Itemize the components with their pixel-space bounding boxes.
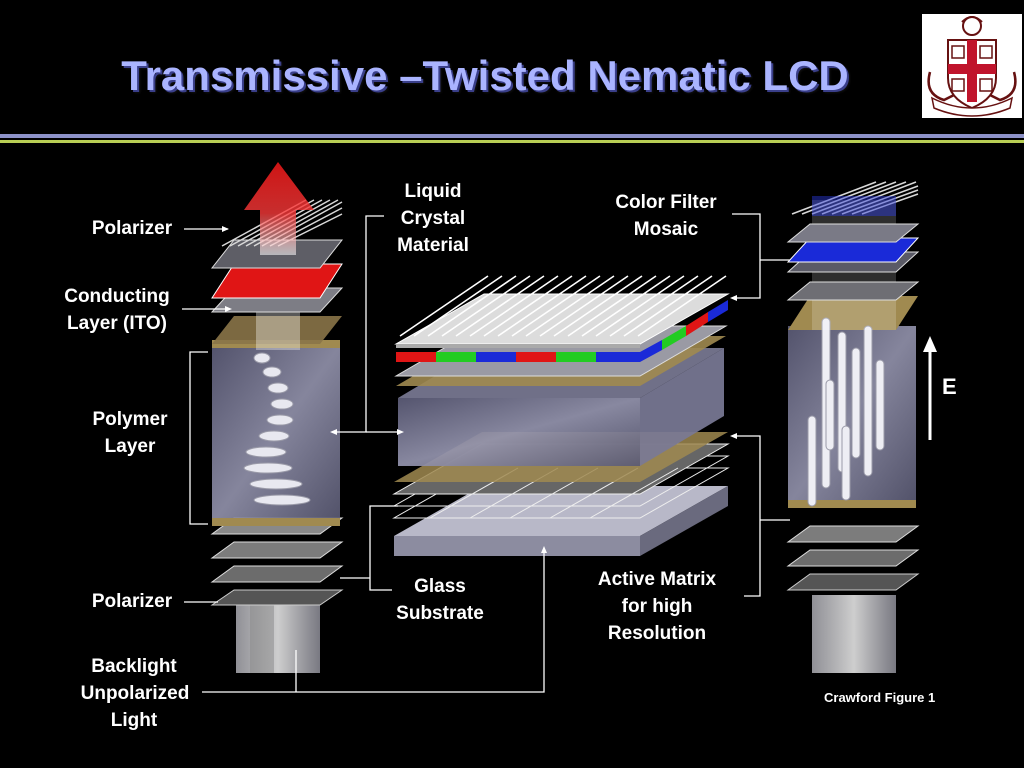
label-glass-line2: Substrate	[396, 603, 484, 624]
bottom-polarizer	[210, 589, 344, 606]
twisted-molecule-helix	[243, 352, 311, 506]
label-polymer-line2: Layer	[104, 436, 156, 457]
label-color-filter-line2: Mosaic	[633, 219, 699, 240]
right-bottom-pol	[786, 573, 920, 591]
bottom-glass-2	[210, 541, 344, 559]
right-cell-bottom-gold	[788, 500, 916, 508]
bottom-glass-1	[210, 565, 344, 583]
label-polymer-line1: Polymer	[92, 409, 168, 430]
lc-cell-side	[640, 348, 724, 466]
label-backlight-line3: Light	[110, 710, 158, 731]
top-polarizer-lines	[399, 275, 727, 337]
label-lc-line2: Crystal	[400, 208, 466, 229]
right-glass-1	[786, 281, 920, 301]
label-conducting-line2: Layer (ITO)	[67, 313, 167, 334]
output-light-arrow	[244, 162, 314, 255]
middle-stack	[392, 275, 730, 556]
label-active-matrix-line3: Resolution	[607, 623, 707, 644]
right-glass-3	[786, 223, 920, 243]
label-backlight-line1: Backlight	[91, 656, 177, 677]
label-color-filter-line1: Color Filter	[615, 192, 717, 213]
top-red-filter	[211, 263, 343, 299]
e-field-arrow-head	[923, 336, 937, 352]
color-mosaic-front	[396, 300, 728, 362]
backlight-beam	[236, 595, 320, 673]
label-lc-line1: Liquid	[404, 181, 462, 202]
label-polarizer-top: Polarizer	[91, 218, 173, 239]
backlight-beam-shadow	[250, 595, 274, 673]
label-lc-line3: Material	[397, 235, 469, 256]
label-polarizer-bottom: Polarizer	[91, 591, 173, 612]
glass-substrate-side	[640, 486, 728, 556]
callout-lines	[182, 213, 790, 693]
right-stack	[786, 181, 937, 673]
university-crest-logo	[922, 14, 1022, 118]
figure-caption: Crawford Figure 1	[824, 690, 936, 705]
title-rule-blue	[0, 134, 1024, 138]
callout-arrowheads	[222, 226, 737, 553]
label-active-matrix-line1: Active Matrix	[597, 569, 717, 590]
label-backlight-line2: Unpolarized	[80, 683, 190, 704]
lc-cell-front	[398, 398, 640, 466]
label-active-matrix-line2: for high	[621, 596, 693, 617]
polymer-bottom-gold	[212, 518, 340, 526]
aligned-molecules	[807, 317, 885, 507]
right-polarizer-stripes	[791, 181, 919, 215]
glass-substrate-front	[394, 536, 640, 556]
polymer-top-face	[212, 316, 342, 344]
label-e-field: E	[942, 374, 957, 399]
title-rule-green	[0, 140, 1024, 143]
right-cell-top	[788, 296, 918, 330]
glass-substrate-top	[394, 486, 728, 536]
right-bottom-glass-2	[786, 525, 920, 543]
label-conducting-line1: Conducting	[64, 286, 170, 307]
right-backlight	[812, 595, 896, 673]
right-bottom-glass-1	[786, 549, 920, 567]
top-glass-front	[396, 344, 640, 348]
right-blue-filter	[786, 237, 920, 263]
crest-icon	[927, 16, 1017, 117]
label-glass-line1: Glass	[414, 576, 466, 597]
right-blue-glow	[812, 196, 896, 216]
slide-title: Transmissive –Twisted Nematic LCD	[121, 52, 849, 99]
left-stack	[210, 162, 344, 673]
